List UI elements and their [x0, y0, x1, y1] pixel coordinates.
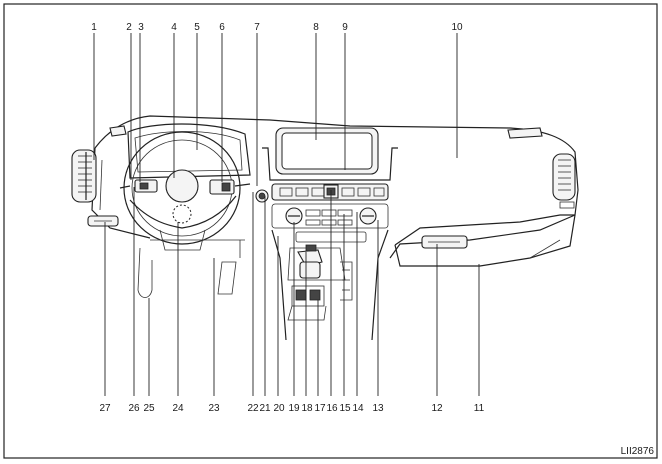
callout-2: 2 [126, 22, 132, 33]
dash-outline [94, 115, 579, 259]
parking-brake-switch [295, 289, 307, 301]
callout-8: 8 [313, 22, 319, 33]
glovebox-lid [394, 214, 575, 246]
accelerator-pedal [217, 261, 237, 295]
callout-11: 11 [474, 403, 485, 414]
callout-3: 3 [138, 22, 144, 33]
steering-wheel [123, 131, 241, 245]
callout-22: 22 [247, 403, 259, 414]
callout-1: 1 [91, 22, 97, 33]
callout-26: 26 [128, 403, 140, 414]
callout-24: 24 [172, 403, 184, 414]
callout-17: 17 [314, 403, 326, 414]
callout-10: 10 [451, 22, 463, 33]
console-left [271, 229, 287, 341]
callout-12: 12 [431, 403, 443, 414]
auto-hold-switch [309, 289, 321, 301]
meter-hood [127, 123, 251, 179]
callout-19: 19 [288, 403, 300, 414]
left-vent [71, 149, 97, 203]
figure-border [3, 3, 658, 459]
callout-20: 20 [273, 403, 285, 414]
dashboard-drawing [71, 115, 579, 341]
callout-25: 25 [143, 403, 155, 414]
leader-lines [93, 33, 480, 396]
climate-panel [271, 203, 389, 229]
callout-4: 4 [171, 22, 177, 33]
glovebox [394, 214, 576, 267]
callout-23: 23 [208, 403, 220, 414]
callout-5: 5 [194, 22, 200, 33]
callout-21: 21 [259, 403, 271, 414]
callout-9: 9 [342, 22, 348, 33]
steering-hub [165, 169, 199, 203]
center-stack-top [262, 147, 398, 181]
callouts-top: 1 2 3 4 5 6 7 8 9 10 [91, 22, 463, 33]
callout-14: 14 [352, 403, 364, 414]
console-right [371, 229, 389, 341]
callout-16: 16 [326, 403, 338, 414]
instrument-cluster [134, 131, 243, 173]
callout-15: 15 [339, 403, 351, 414]
callouts-bottom: 27 26 25 24 23 22 21 20 19 18 17 16 15 1… [99, 403, 484, 414]
callout-6: 6 [219, 22, 225, 33]
console-switch-panel [291, 285, 325, 307]
right-vent [552, 153, 576, 201]
callout-7: 7 [254, 22, 260, 33]
callout-13: 13 [372, 403, 384, 414]
brake-pedal [137, 247, 153, 298]
callout-18: 18 [301, 403, 313, 414]
center-display [281, 132, 373, 170]
callout-27: 27 [99, 403, 111, 414]
figure-code: LII2876 [621, 446, 655, 457]
paddle-marker [172, 204, 192, 224]
defrost-vent-right [507, 127, 543, 139]
defrost-vent-left [109, 125, 127, 137]
